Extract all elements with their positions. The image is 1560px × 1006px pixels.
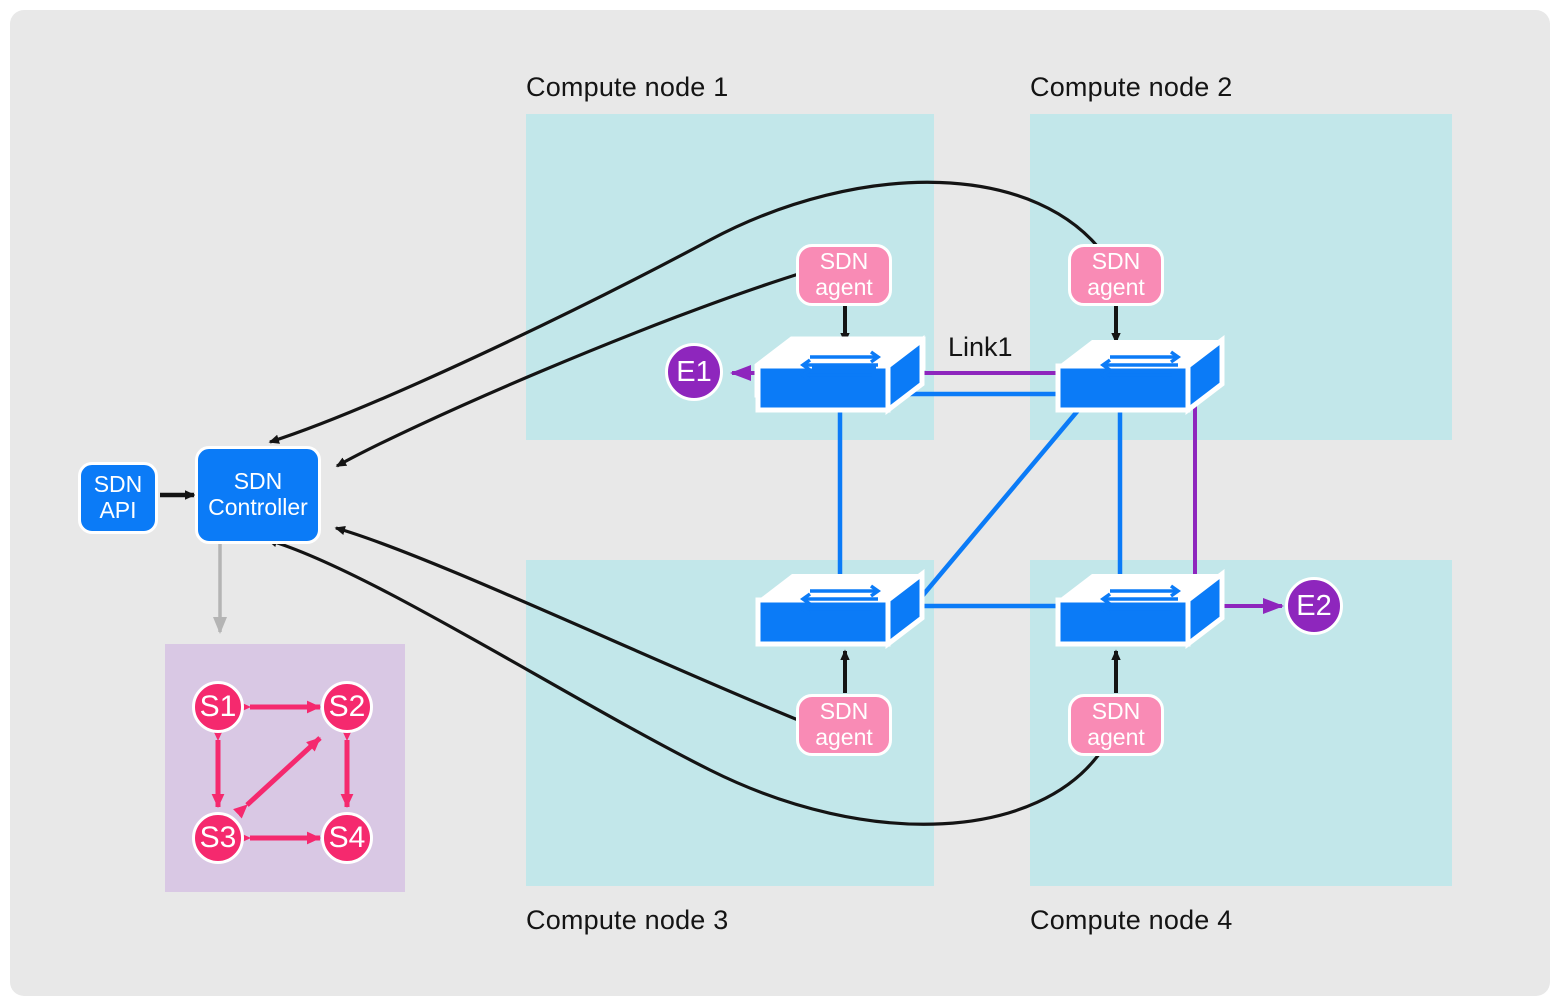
topology-node-s4[interactable]: S4	[321, 812, 373, 864]
sdn-api-box[interactable]: SDN API	[78, 462, 158, 534]
sdn-agent-node3[interactable]: SDN agent	[796, 694, 892, 756]
control-link-agent3	[334, 525, 804, 724]
topology-node-s1-label: S1	[199, 690, 237, 723]
sdn-agent-node4[interactable]: SDN agent	[1068, 694, 1164, 756]
sdn-controller-label-line2: Controller	[208, 494, 308, 520]
endpoint-e2-label: E2	[1296, 589, 1332, 622]
sdn-api-label-line1: SDN	[93, 471, 143, 498]
endpoint-e1-label: E1	[676, 355, 712, 388]
agent-switch-arrows	[840, 305, 1121, 693]
diagram-canvas: Compute node 1 Compute node 2 Compute no…	[10, 10, 1550, 996]
sdn-agent-node2-line1: SDN	[1091, 248, 1141, 275]
sdn-agent-node1-line2: agent	[815, 274, 873, 300]
topology-node-s2-label: S2	[328, 690, 366, 723]
sdn-agent-node2-line2: agent	[1087, 274, 1145, 300]
control-link-agent1	[335, 270, 806, 468]
sdn-agent-node1-line1: SDN	[819, 248, 869, 275]
sdn-api-label-line2: API	[99, 497, 137, 523]
sdn-agent-node2[interactable]: SDN agent	[1068, 244, 1164, 306]
topology-node-s3-label: S3	[199, 821, 237, 854]
compute-node-1-label: Compute node 1	[526, 72, 729, 102]
connection-layer	[160, 180, 1284, 845]
compute-node-2-label: Compute node 2	[1030, 72, 1233, 102]
endpoint-e1[interactable]: E1	[665, 343, 723, 401]
topology-node-s3[interactable]: S3	[192, 812, 244, 864]
compute-node-4-label: Compute node 4	[1030, 905, 1233, 935]
control-link-agent4	[266, 538, 1104, 826]
traffic-path-vertical-segment	[1193, 373, 1284, 614]
switch-icon-3[interactable]	[755, 568, 925, 650]
sdn-agent-node1[interactable]: SDN agent	[796, 244, 892, 306]
link1-label: Link1	[948, 332, 1013, 362]
topology-edges	[211, 700, 354, 845]
topology-node-s2[interactable]: S2	[321, 681, 373, 733]
sdn-agent-node3-line2: agent	[815, 724, 873, 750]
switch-icon-1[interactable]	[754, 334, 926, 416]
control-link-agent2	[268, 180, 1110, 444]
sdn-controller-label-line1: SDN	[233, 468, 283, 495]
switch-icon-4[interactable]	[1055, 568, 1225, 650]
control-channels	[266, 180, 1110, 826]
switch-icon-2[interactable]	[1055, 334, 1225, 416]
topology-node-s4-label: S4	[328, 821, 366, 854]
endpoint-e2[interactable]: E2	[1285, 577, 1343, 635]
dp-link-s2-s3	[911, 406, 1082, 609]
sdn-agent-node4-line1: SDN	[1091, 698, 1141, 725]
sdn-agent-node3-line1: SDN	[819, 698, 869, 725]
sdn-controller-box[interactable]: SDN Controller	[195, 446, 321, 544]
sdn-agent-node4-line2: agent	[1087, 724, 1145, 750]
topo-edge-s3-s2	[233, 736, 322, 819]
compute-node-3-label: Compute node 3	[526, 905, 729, 935]
topology-node-s1[interactable]: S1	[192, 681, 244, 733]
